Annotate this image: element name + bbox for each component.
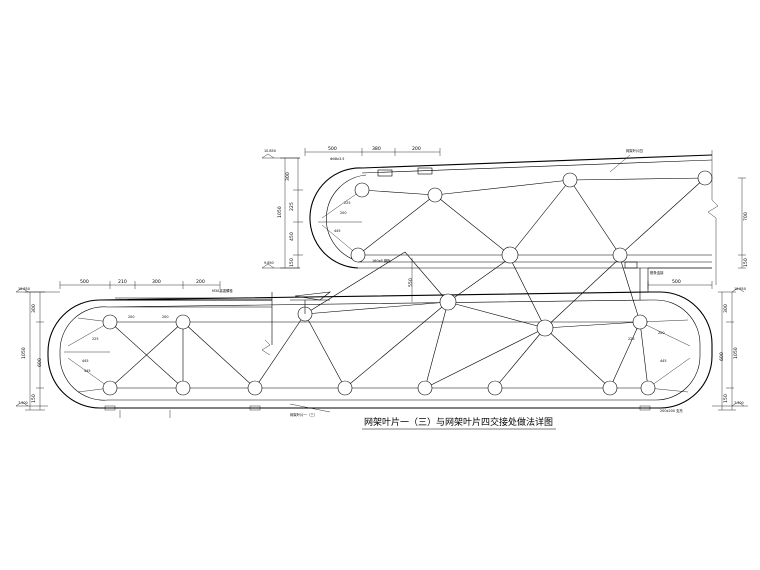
lower-outer-chord xyxy=(47,291,713,409)
label-bolt: M30高强螺栓 xyxy=(212,288,233,293)
dim-lower-top-3: 300 xyxy=(152,279,161,285)
dim-left-inner-2: 445 xyxy=(82,359,88,363)
dim-upper-left-3: 1050 xyxy=(277,206,283,218)
lower-supports xyxy=(104,405,651,418)
dim-upper-top-3: 200 xyxy=(412,146,421,152)
lower-truss xyxy=(47,251,713,418)
upper-right-break xyxy=(707,150,719,285)
drawing-title: 网架叶片一（三）与网架叶片四交接处做法详图 xyxy=(364,416,553,428)
dim-upper-left-2: 225 xyxy=(289,202,295,211)
dim-lower-right-4: 150 xyxy=(723,394,729,403)
level-left-bottom: 7.500 xyxy=(18,401,28,405)
dim-lower-left-1: 300 xyxy=(31,304,37,313)
dim-lower-left-3: 600 xyxy=(37,358,43,367)
label-tab: 200x200 支托 xyxy=(660,408,683,413)
dim-left-inner-3: 200 xyxy=(128,315,134,319)
upper-left-end-detail xyxy=(318,189,363,256)
dim-lower-left-2: 1050 xyxy=(21,347,27,359)
label-seal: Φ48x3.5 xyxy=(330,157,344,161)
lower-break-mark xyxy=(261,339,271,356)
dimension-texts: 500 380 200 300 225 1050 450 150 700 150… xyxy=(18,146,749,405)
dim-upper-right-1: 700 xyxy=(743,212,749,221)
lower-left-end-detail xyxy=(64,317,111,393)
dim-upper-top-2: 380 xyxy=(372,146,381,152)
dim-right-inner-2: 445 xyxy=(660,359,666,363)
dim-upper-right-2: 150 xyxy=(743,258,749,267)
dim-upper-inner-1: 225 xyxy=(344,201,350,205)
upper-left-curve-outer xyxy=(309,167,363,269)
dim-right-inner-1: 225 xyxy=(628,337,634,341)
upper-left-curve-inner xyxy=(326,174,367,263)
dim-lower-right-top: 500 xyxy=(672,279,681,285)
dim-upper-left-1: 300 xyxy=(285,172,291,181)
label-upper-truss: 网架叶片四 xyxy=(626,148,644,153)
level-upper-bottom: 9.850 xyxy=(264,261,274,265)
label-plate: 160x8 钢板 xyxy=(372,258,391,263)
lower-top-plate xyxy=(115,291,332,345)
dim-left-inner-5: 445 xyxy=(84,369,90,373)
drawing-title-block: 网架叶片一（三）与网架叶片四交接处做法详图 xyxy=(362,416,556,430)
dimension-lines xyxy=(15,148,748,411)
lower-nodes xyxy=(102,293,656,396)
level-right-top: 10.850 xyxy=(734,287,746,291)
level-left-top: 10.850 xyxy=(18,287,30,291)
dim-lower-right-1: 300 xyxy=(723,304,729,313)
upper-top-chord-inner xyxy=(361,159,713,174)
upper-connections xyxy=(377,167,712,300)
dim-upper-top-1: 500 xyxy=(328,146,337,152)
dim-lower-right-2: 1050 xyxy=(733,347,739,359)
lower-inner-chord xyxy=(59,299,701,401)
dim-lower-left-4: 150 xyxy=(31,394,37,403)
dim-left-inner-4: 200 xyxy=(162,315,168,319)
label-purlin: 檩条连接 xyxy=(650,270,664,275)
upper-web-members xyxy=(357,177,712,256)
upper-nodes xyxy=(350,170,713,264)
dim-lower-top-1: 500 xyxy=(80,279,89,285)
upper-top-chord xyxy=(361,154,713,169)
dim-lower-top-2: 210 xyxy=(118,279,127,285)
dim-upper-inner-2: 445 xyxy=(334,229,340,233)
dim-center: 550 xyxy=(408,278,414,287)
level-right-bottom: 7.500 xyxy=(734,401,744,405)
level-upper-top: 10.850 xyxy=(264,149,276,153)
dim-lower-top-4: 200 xyxy=(196,279,205,285)
dim-right-inner-3: 200 xyxy=(658,331,664,335)
dim-upper-left-4: 450 xyxy=(289,232,295,241)
annotations: 网架叶片一（三） 网架叶片四 Φ48x3.5 160x8 钢板 M30高强螺栓 … xyxy=(212,148,683,417)
lower-web-members xyxy=(109,251,649,389)
dim-left-inner-1: 225 xyxy=(92,337,98,341)
dim-upper-left-5: 150 xyxy=(289,258,295,267)
upper-truss xyxy=(309,150,719,300)
dim-upper-inner-3: 200 xyxy=(340,211,346,215)
label-main-truss: 网架叶片一（三） xyxy=(290,412,317,417)
dim-lower-right-3: 600 xyxy=(719,352,725,361)
